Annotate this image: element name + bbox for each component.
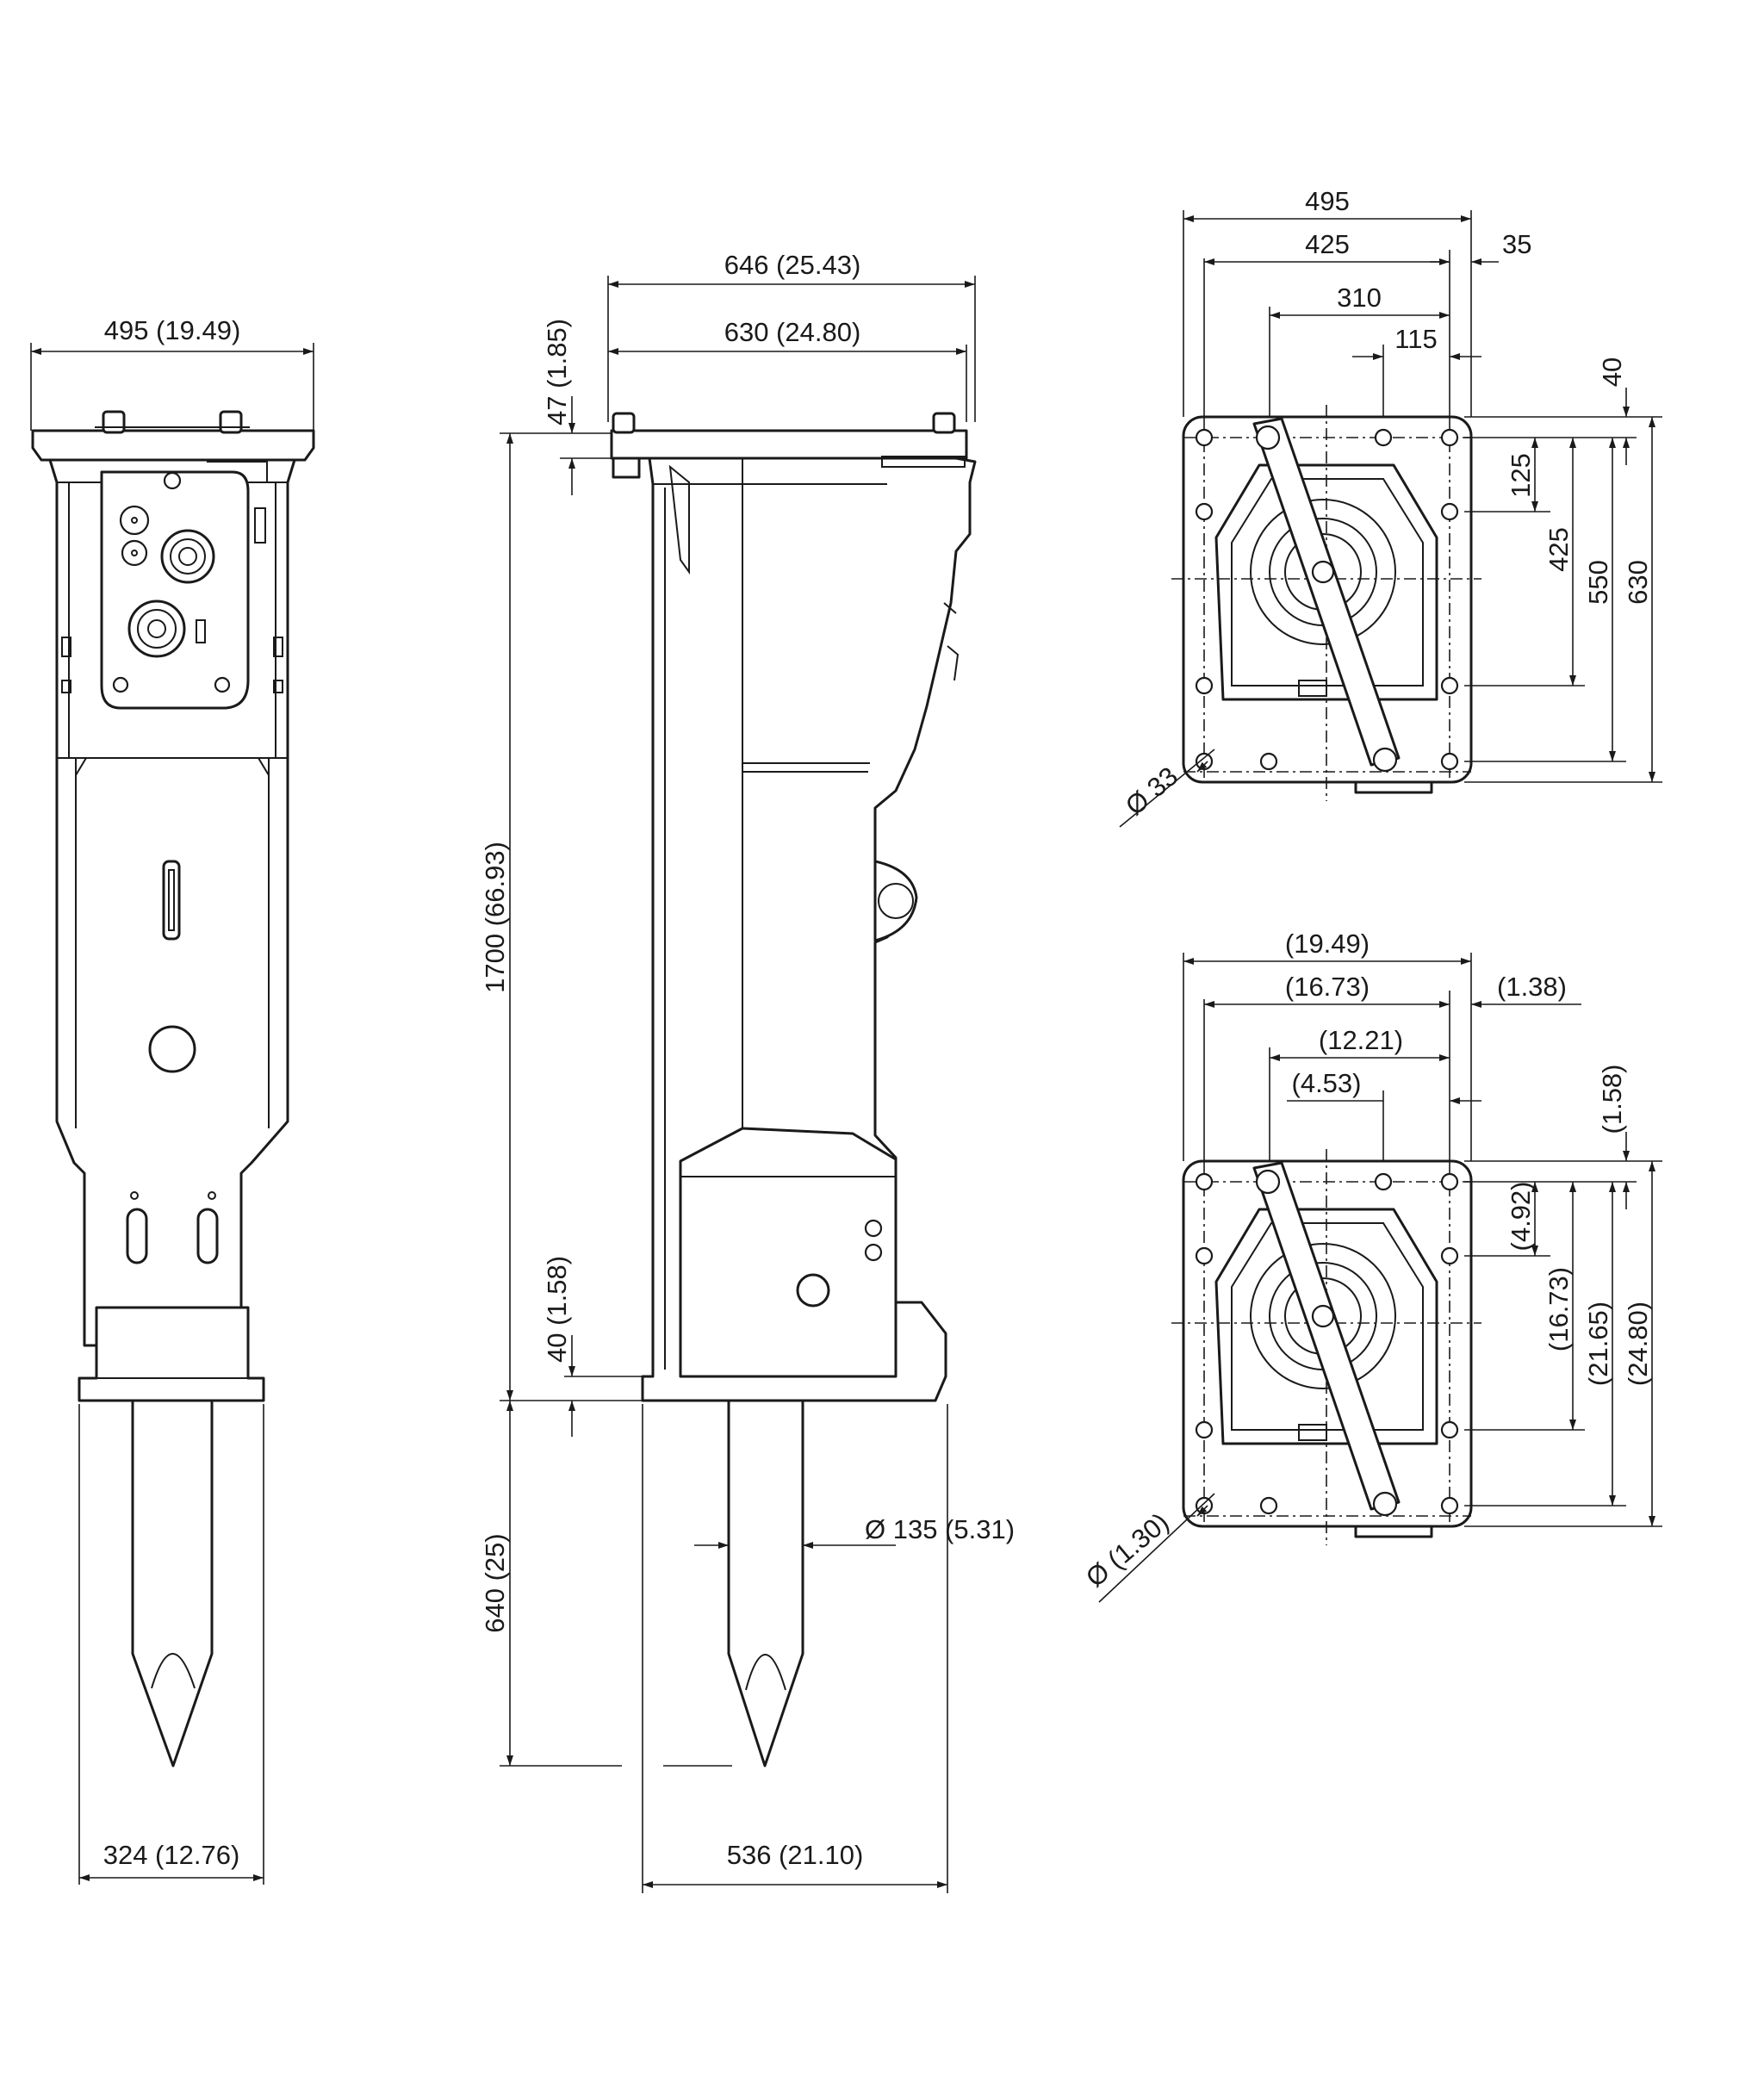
side-tool-length-dimension: 640 (25) <box>480 1401 732 1767</box>
plate-metric-hole-span: 425 <box>1305 229 1350 259</box>
side-tool-length-label: 640 (25) <box>480 1533 510 1632</box>
plate-imperial-hole-span: (16.73) <box>1285 972 1370 1002</box>
side-base-width-dimension: 536 (21.10) <box>642 1404 948 1893</box>
plate-metric-pattern-span: 310 <box>1337 283 1382 313</box>
plate-metric-v-550: 550 <box>1583 560 1613 605</box>
side-lug <box>873 860 918 942</box>
front-width-top-label: 495 (19.49) <box>104 315 241 345</box>
side-view: 646 (25.43) 630 (24.80) 47 (1.85) 1700 (… <box>480 250 1015 1893</box>
plate-metric-edge-offset: 35 <box>1502 229 1531 259</box>
plate-imperial-v-550: (21.65) <box>1583 1302 1613 1386</box>
plate-imperial-edge-offset: (1.38) <box>1497 972 1567 1002</box>
front-oval-left <box>126 1208 148 1264</box>
plate-metric-small-span: 115 <box>1394 324 1437 354</box>
front-bolt-right <box>219 410 243 434</box>
plate-view-metric: 495 425 35 310 115 <box>1119 186 1662 828</box>
side-plate-thickness-dimension: 47 (1.85) <box>500 319 637 495</box>
side-body-height-dimension: 1700 (66.93) <box>480 433 513 1401</box>
side-body-height-label: 1700 (66.93) <box>480 842 510 993</box>
side-lower-plate-dimension: 40 (1.58) <box>500 1256 642 1437</box>
side-length-inner-label: 630 (24.80) <box>724 317 861 347</box>
side-length-outer-dimension: 646 (25.43) <box>607 250 976 422</box>
front-oval-right <box>196 1208 219 1264</box>
side-bolt-left <box>612 412 636 434</box>
plate-metric-top-offset: 40 <box>1597 357 1627 387</box>
plate-imperial-overall-width: (19.49) <box>1285 929 1370 959</box>
plate-metric-strap <box>1252 417 1401 767</box>
side-plate-thickness-label: 47 (1.85) <box>542 319 572 426</box>
plate-imperial-v-125: (4.92) <box>1506 1182 1536 1252</box>
front-port-upper <box>160 529 215 584</box>
plate-imperial-v-630: (24.80) <box>1623 1302 1653 1386</box>
plate-imperial-pattern-span: (12.21) <box>1319 1025 1403 1055</box>
front-slot <box>162 860 181 941</box>
plate-imperial-top-offset: (1.58) <box>1597 1065 1627 1134</box>
side-lower-block <box>679 1127 898 1378</box>
side-lower-plate-label: 40 (1.58) <box>542 1256 572 1363</box>
front-width-top-dimension: 495 (19.49) <box>30 315 314 431</box>
plate-imperial-housing <box>1214 1208 1438 1445</box>
plate-imperial-small-span: (4.53) <box>1292 1068 1362 1098</box>
side-tool-diameter-dimension: Ø 135 (5.31) <box>694 1514 1015 1549</box>
plate-imperial-hole-diameter: Ø (1.30) <box>1080 1507 1175 1593</box>
front-valve-face <box>100 470 250 710</box>
plate-metric-v-425: 425 <box>1544 527 1574 572</box>
side-grease-port <box>796 1273 830 1308</box>
side-length-outer-label: 646 (25.43) <box>724 250 861 280</box>
front-lower-flange <box>78 1306 265 1402</box>
side-top-plate <box>610 429 968 460</box>
side-bolt-right <box>932 412 956 434</box>
plate-metric-overall-width: 495 <box>1305 186 1350 216</box>
front-width-bottom-label: 324 (12.76) <box>103 1840 240 1870</box>
plate-metric-hole-diameter: Ø 33 <box>1120 761 1183 821</box>
plate-imperial-strap <box>1252 1161 1401 1511</box>
side-tool <box>727 1399 804 1767</box>
plate-view-imperial: (19.49) (16.73) (1.38) (12.21) (4.53) <box>1080 929 1662 1603</box>
side-base-width-label: 536 (21.10) <box>727 1840 864 1870</box>
plate-metric-v-630: 630 <box>1623 560 1653 605</box>
plate-metric-v-125: 125 <box>1506 453 1536 498</box>
plate-imperial-v-425: (16.73) <box>1544 1267 1574 1351</box>
front-bolt-left <box>102 410 126 434</box>
plate-metric-housing <box>1214 463 1438 701</box>
front-grease-port <box>148 1025 196 1073</box>
front-top-plate <box>31 429 315 462</box>
side-length-inner-dimension: 630 (24.80) <box>608 317 967 422</box>
front-view: 495 (19.49) <box>30 315 315 1885</box>
front-tool <box>131 1399 214 1767</box>
front-width-bottom-dimension: 324 (12.76) <box>78 1404 264 1885</box>
side-tool-diameter-label: Ø 135 (5.31) <box>865 1514 1015 1544</box>
